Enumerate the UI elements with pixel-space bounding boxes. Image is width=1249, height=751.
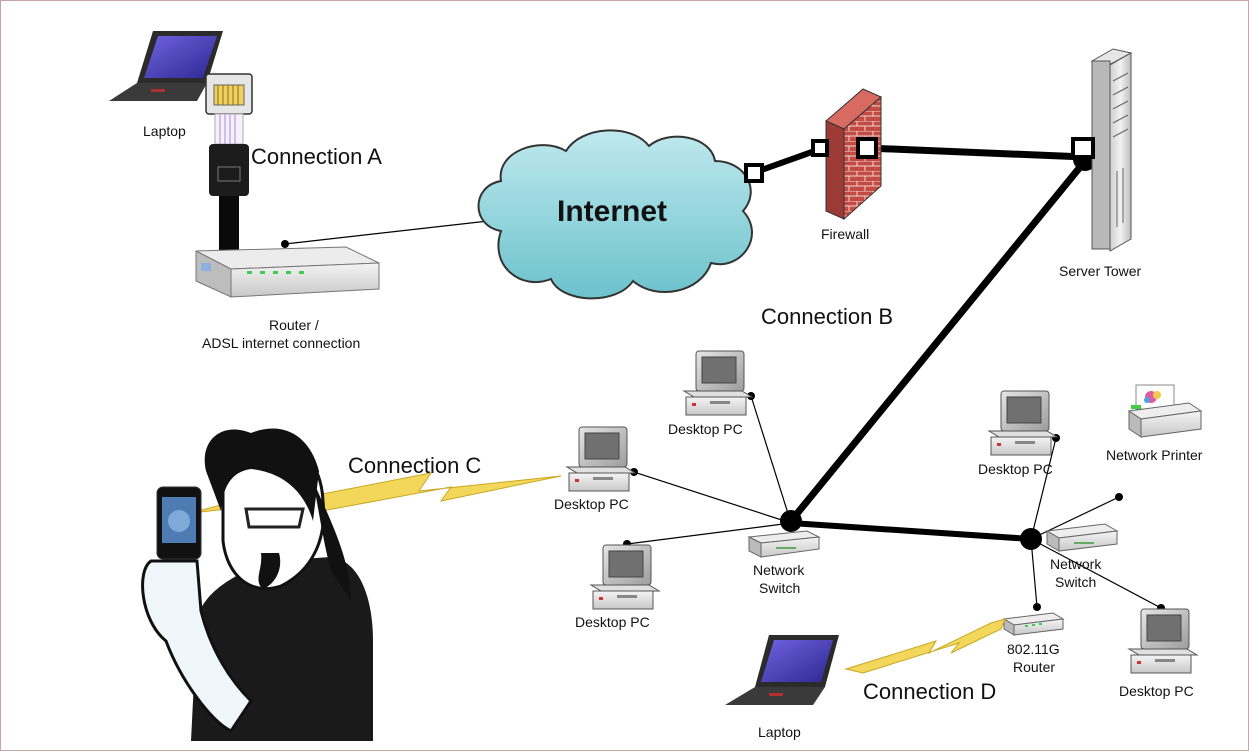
laptop-d-icon [725, 635, 839, 705]
switch2-printer-cable [1030, 496, 1120, 540]
switch-2-label-line2: Switch [1055, 574, 1097, 590]
network-switch-1-icon [747, 530, 821, 558]
wifi-router-label-line2: Router [1013, 659, 1056, 675]
connection-d-label: Connection D [863, 679, 997, 704]
server-tower-icon [1071, 48, 1133, 252]
wifi-router-label-line1: 802.11G [1007, 641, 1060, 657]
switch-1-label-line2: Switch [759, 580, 801, 596]
internet-port [744, 163, 764, 183]
lightning-bolt-d [844, 618, 1006, 674]
laptop-a-label: Laptop [143, 123, 186, 139]
desktop-pc-top-icon [682, 350, 754, 416]
switch1-desktop-top-cable [750, 395, 792, 524]
connection-c-label: Connection C [348, 453, 482, 478]
firewall-icon [825, 88, 882, 221]
switch-to-switch-cable [788, 520, 1034, 542]
ethernet-cable-a [205, 73, 253, 251]
desktop-pc-left-label: Desktop PC [575, 614, 650, 630]
network-switch-2-icon [1045, 523, 1119, 552]
laptop-d-label: Laptop [758, 724, 801, 740]
desktop-pc-top-label: Desktop PC [668, 421, 743, 437]
wifi-router-icon [1002, 612, 1065, 636]
router-label-line1: Router / [269, 317, 319, 333]
desktop-pc-c-label: Desktop PC [554, 496, 629, 512]
router-internet-cable [284, 218, 507, 245]
internet-label: Internet [557, 195, 668, 228]
person-with-phone-illustration [141, 428, 373, 741]
connection-b-cable [787, 157, 1089, 525]
hub-node-1 [780, 510, 802, 532]
network-printer-label: Network Printer [1106, 447, 1203, 463]
switch-2-label-line1: Network [1050, 556, 1102, 572]
desktop-pc-right-top-label: Desktop PC [978, 461, 1053, 477]
laptop-a-icon [109, 31, 223, 101]
desktop-pc-left-icon [589, 544, 661, 610]
connection-b-label: Connection B [761, 304, 894, 329]
backbone-cables [750, 144, 1089, 542]
desktop-pc-bottom-right-label: Desktop PC [1119, 683, 1194, 699]
firewall-server-cable [863, 144, 1089, 161]
router-label-line2: ADSL internet connection [202, 335, 361, 351]
switch1-desktop-c-cable [633, 471, 792, 524]
desktop-pc-right-top-icon [987, 390, 1059, 456]
desktop-pc-c-icon [565, 426, 637, 492]
network-printer-icon [1127, 384, 1203, 438]
connection-a-label: Connection A [251, 144, 382, 169]
firewall-port [856, 137, 878, 159]
switch2-desktop-right-cable [1030, 538, 1162, 609]
thin-cables [284, 218, 1162, 609]
switch2-desktop-top-cable [1030, 437, 1057, 540]
adsl-router-icon [195, 246, 380, 298]
server-port [1071, 137, 1095, 159]
hub-node-2 [1020, 528, 1042, 550]
switch-1-label-line1: Network [753, 562, 805, 578]
switch2-wifi-router-cable [1030, 538, 1038, 608]
firewall-label: Firewall [821, 226, 870, 242]
desktop-pc-bottom-right-icon [1127, 608, 1199, 674]
switch1-desktop-left-cable [626, 522, 792, 545]
server-tower-label: Server Tower [1059, 263, 1142, 279]
firewall-outer-port [811, 139, 829, 157]
